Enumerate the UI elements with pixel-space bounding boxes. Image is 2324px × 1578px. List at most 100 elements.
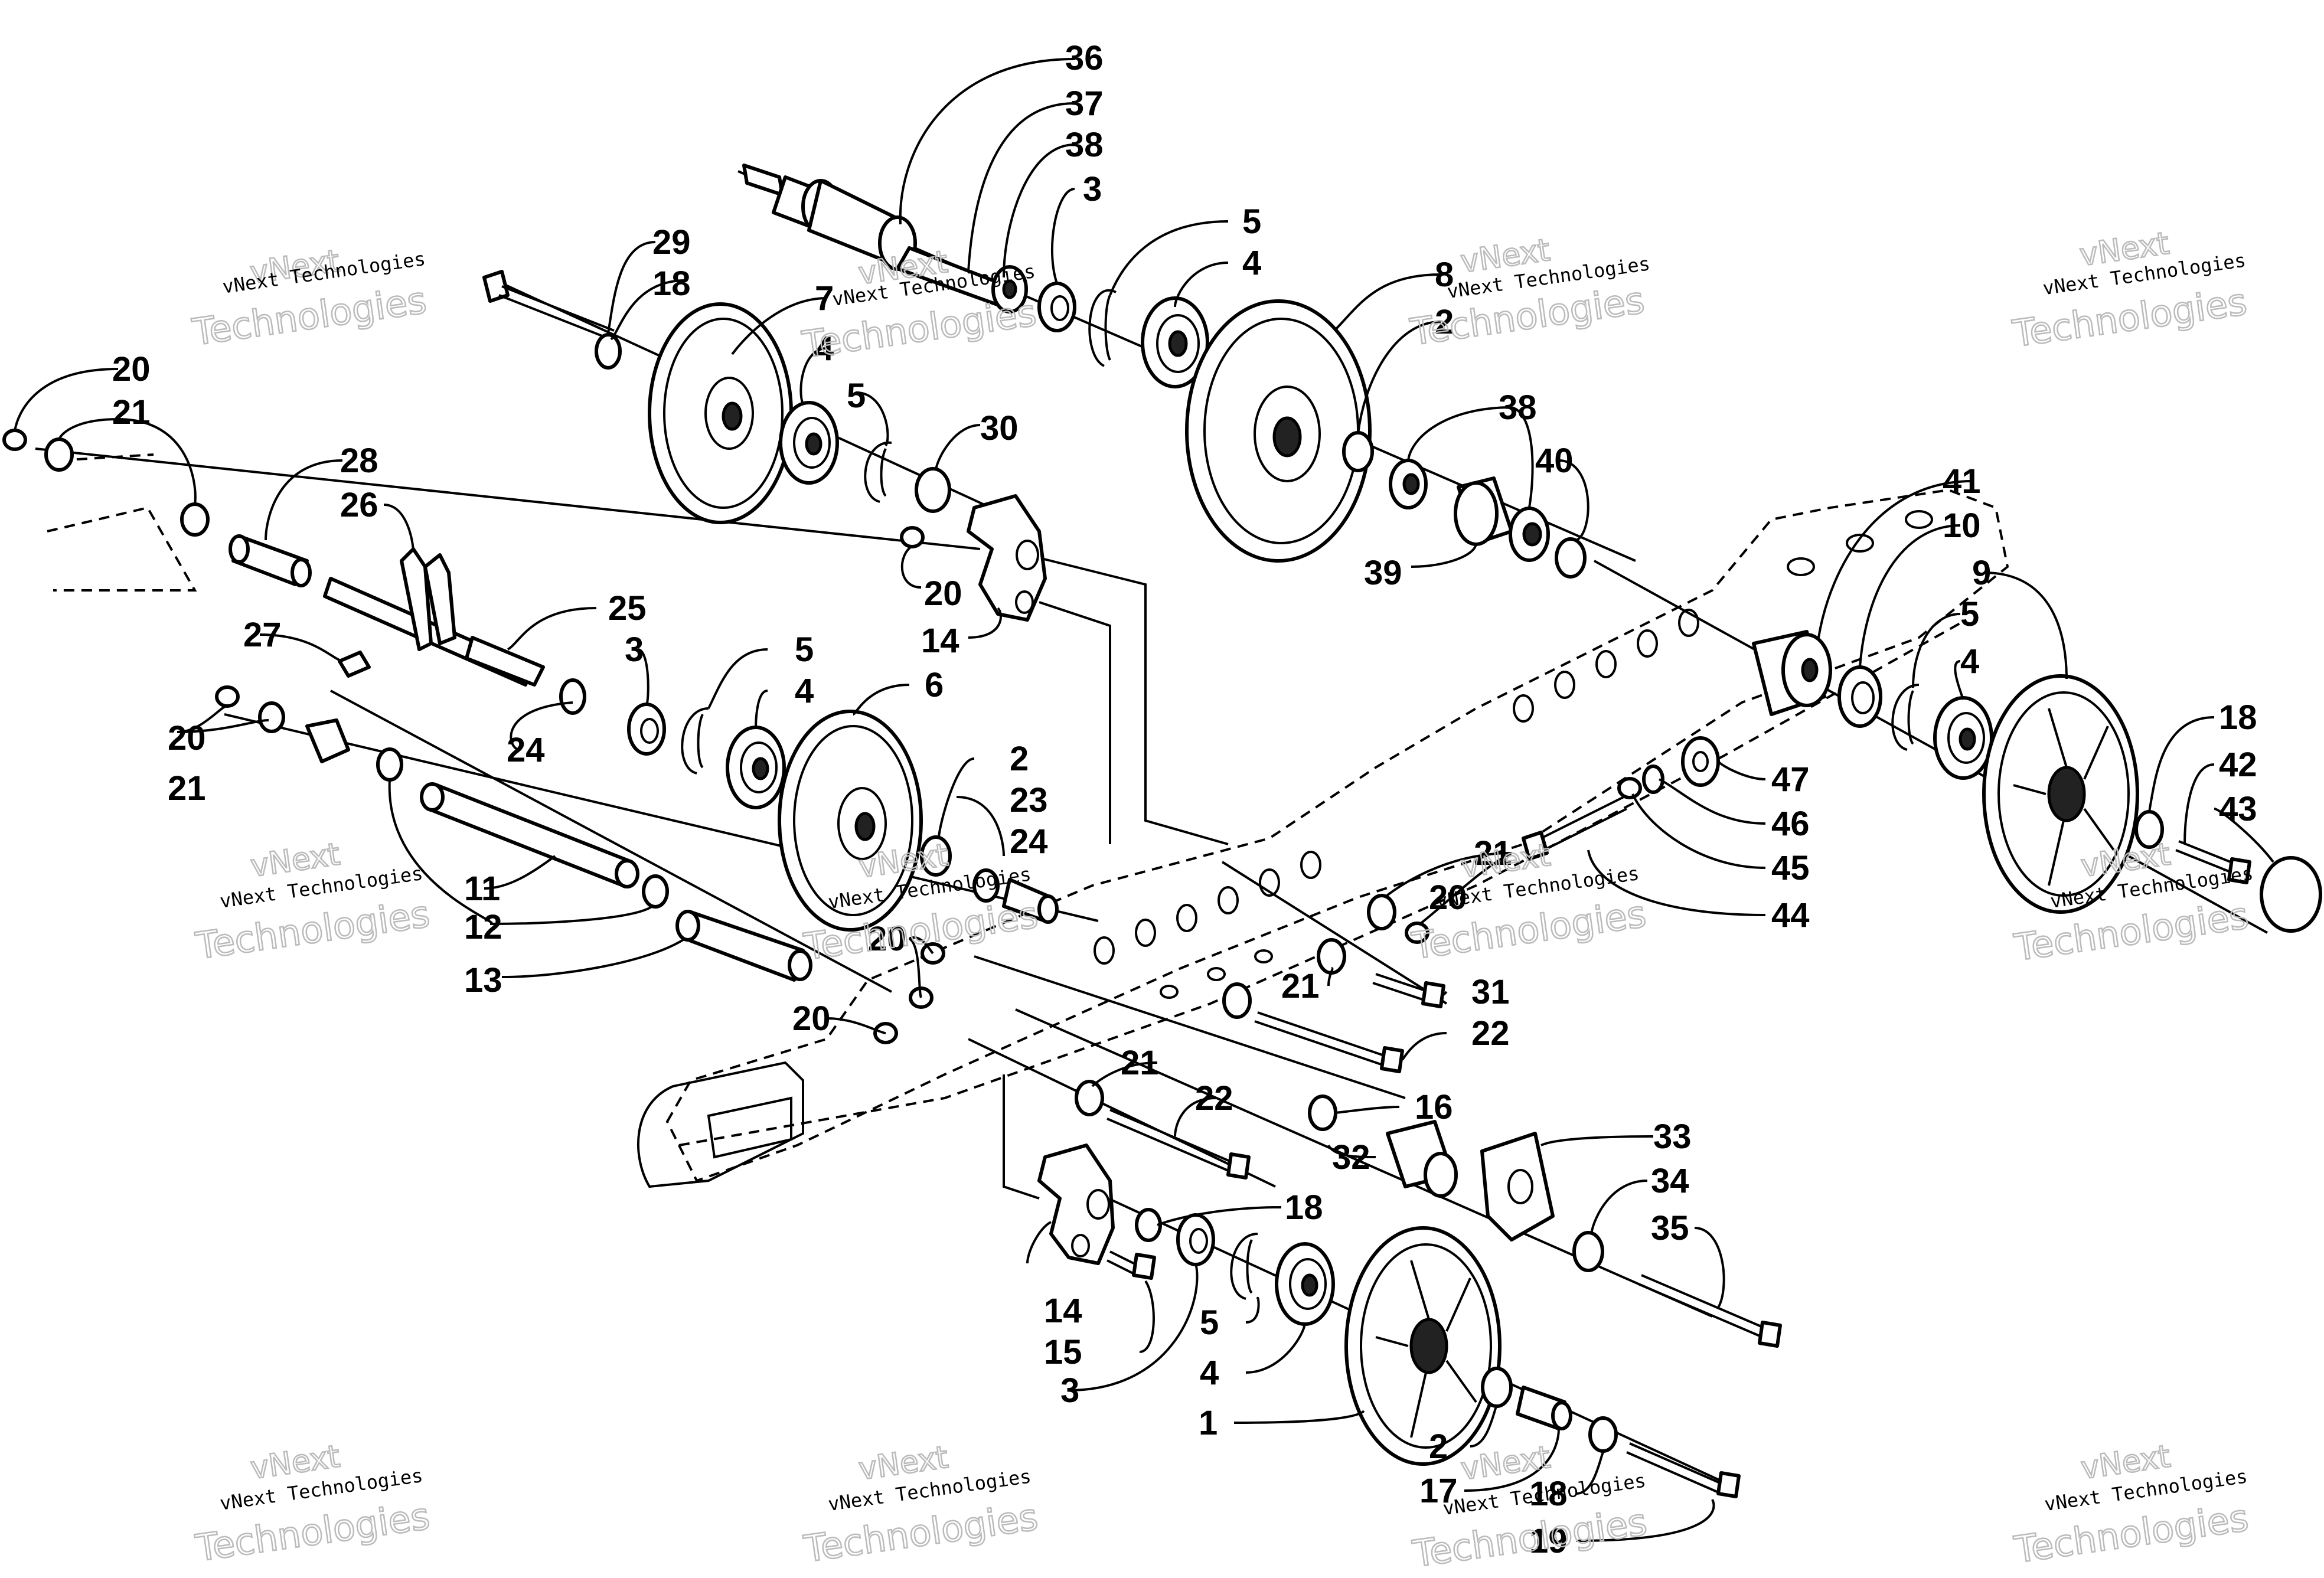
part-14-bracket-upper — [967, 494, 1047, 622]
part-7-idler-wheel — [648, 302, 793, 524]
callout-20d: 20 — [868, 920, 906, 958]
callout-17: 17 — [1419, 1472, 1458, 1510]
callout-19: 19 — [1529, 1522, 1568, 1560]
callout-18c: 18 — [1285, 1188, 1323, 1227]
callout-5b: 5 — [847, 377, 866, 415]
part-35-bolt — [1638, 1274, 1782, 1348]
callout-12: 12 — [464, 908, 502, 946]
part-44-bolt — [1522, 796, 1627, 861]
part-32-stepped-spacer — [1386, 1120, 1458, 1198]
part-43-end-cap — [2260, 856, 2322, 933]
part-3-spacer-top — [1037, 282, 1076, 332]
callout-23: 23 — [1010, 781, 1048, 819]
callout-44: 44 — [1771, 896, 1810, 935]
part-4-bearing-upper-left — [779, 401, 839, 485]
part-20-nut-left-top — [2, 429, 27, 451]
callout-31: 31 — [1471, 973, 1510, 1011]
slide-rail-frame — [47, 453, 2009, 1188]
part-2-washer-lower — [1481, 1367, 1513, 1408]
part-24-washer-left — [559, 678, 586, 715]
part-38-bushing-right — [1509, 507, 1550, 562]
part-39-spacer-tube — [1454, 476, 1513, 546]
callout-45: 45 — [1771, 849, 1810, 887]
part-5-snap-ring-left — [681, 707, 709, 775]
callout-4: 4 — [1242, 244, 1261, 282]
callout-5e: 5 — [1200, 1303, 1219, 1342]
part-29-bolt — [482, 270, 615, 341]
part-20-nut-mid-right — [1405, 922, 1429, 944]
callout-38b: 38 — [1499, 388, 1537, 427]
callout-4b: 4 — [815, 329, 834, 368]
callout-22b: 22 — [1195, 1079, 1233, 1118]
callout-41: 41 — [1943, 462, 1981, 501]
part-22-bolt-lower — [1106, 1109, 1251, 1180]
part-17-spacer — [1516, 1386, 1572, 1430]
part-18-washer-bottom — [1588, 1416, 1618, 1453]
callout-27: 27 — [243, 616, 282, 654]
callout-11: 11 — [464, 870, 500, 908]
watermark-mid-left: vNext vNext Technologies Technologies — [192, 836, 433, 968]
part-12-washer-b — [642, 874, 669, 909]
callout-46: 46 — [1771, 805, 1810, 843]
part-18-washer-top — [595, 333, 622, 370]
callout-16: 16 — [1415, 1088, 1453, 1126]
part-34-washer — [1572, 1231, 1604, 1272]
part-3-spacer-lower — [1176, 1213, 1215, 1266]
callout-22a: 22 — [1471, 1014, 1510, 1053]
part-16-washer — [1308, 1095, 1337, 1131]
part-21-washer-left-mid — [180, 502, 210, 537]
callout-33: 33 — [1653, 1118, 1692, 1156]
callout-labels: 36 37 38 3 5 4 8 2 38 40 39 29 18 7 4 5 … — [112, 39, 2257, 1560]
part-25-shaft — [465, 636, 545, 687]
callout-39: 39 — [1364, 554, 1402, 592]
callout-29: 29 — [652, 223, 691, 262]
part-28-tube — [229, 534, 312, 587]
part-12-cap-small — [305, 718, 350, 763]
part-5-snap-ring-top — [1088, 289, 1117, 367]
callout-25: 25 — [608, 589, 647, 628]
part-21-washer-mid-right — [1367, 894, 1396, 930]
callout-42: 42 — [2219, 746, 2257, 784]
callout-6: 6 — [925, 666, 944, 704]
watermark-bottom-left: vNext vNext Technologies Technologies — [192, 1438, 433, 1570]
watermark-bottom-center: vNext vNext Technologies Technologies — [800, 1439, 1041, 1571]
callout-32: 32 — [1332, 1138, 1370, 1177]
part-18-washer-lower — [1135, 1208, 1162, 1242]
part-20-nut-left-low — [215, 685, 240, 708]
part-41-spacer-housing — [1752, 630, 1832, 716]
part-10-bushing — [1837, 665, 1882, 728]
part-38-bushing-mid — [1389, 459, 1428, 509]
callout-20c: 20 — [168, 719, 206, 757]
callout-20b: 20 — [112, 350, 151, 388]
part-40-washer — [1555, 537, 1587, 579]
part-12-washer-a — [376, 747, 403, 782]
part-30-washer — [915, 467, 951, 513]
part-23-spacer — [1002, 878, 1059, 924]
part-21-washer-low — [1075, 1080, 1104, 1116]
watermark-mid-center-right: vNext vNext Technologies Technologies — [1408, 837, 1649, 968]
callout-26: 26 — [340, 486, 378, 524]
callout-18: 18 — [652, 264, 691, 303]
part-13-cross-tube — [675, 910, 812, 982]
part-46-washer — [1642, 765, 1664, 794]
part-24-washer-mid — [972, 868, 1000, 903]
part-33-mount-block — [1480, 1132, 1555, 1242]
part-42-bolt — [2175, 840, 2251, 884]
callout-3: 3 — [1083, 170, 1102, 208]
part-11-cross-tube — [420, 782, 639, 888]
watermark-top-left: vNext vNext Technologies Technologies — [189, 243, 430, 355]
callout-21d: 21 — [1474, 834, 1512, 873]
callout-5: 5 — [1242, 202, 1261, 241]
part-47-spacer — [1681, 736, 1720, 787]
callout-37: 37 — [1065, 84, 1104, 123]
part-2-washer-left — [920, 835, 952, 877]
part-14-bracket-lower — [1037, 1144, 1115, 1265]
callout-13: 13 — [464, 961, 502, 999]
part-6-idler-wheel — [778, 710, 923, 932]
part-5-snap-ring-lower — [1230, 1233, 1258, 1300]
part-8-idler-wheel-large — [1185, 299, 1372, 563]
watermark-bottom-right: vNext vNext Technologies Technologies — [2011, 1438, 2252, 1572]
callout-21b: 21 — [112, 393, 151, 432]
part-2-washer-top — [1342, 431, 1374, 472]
